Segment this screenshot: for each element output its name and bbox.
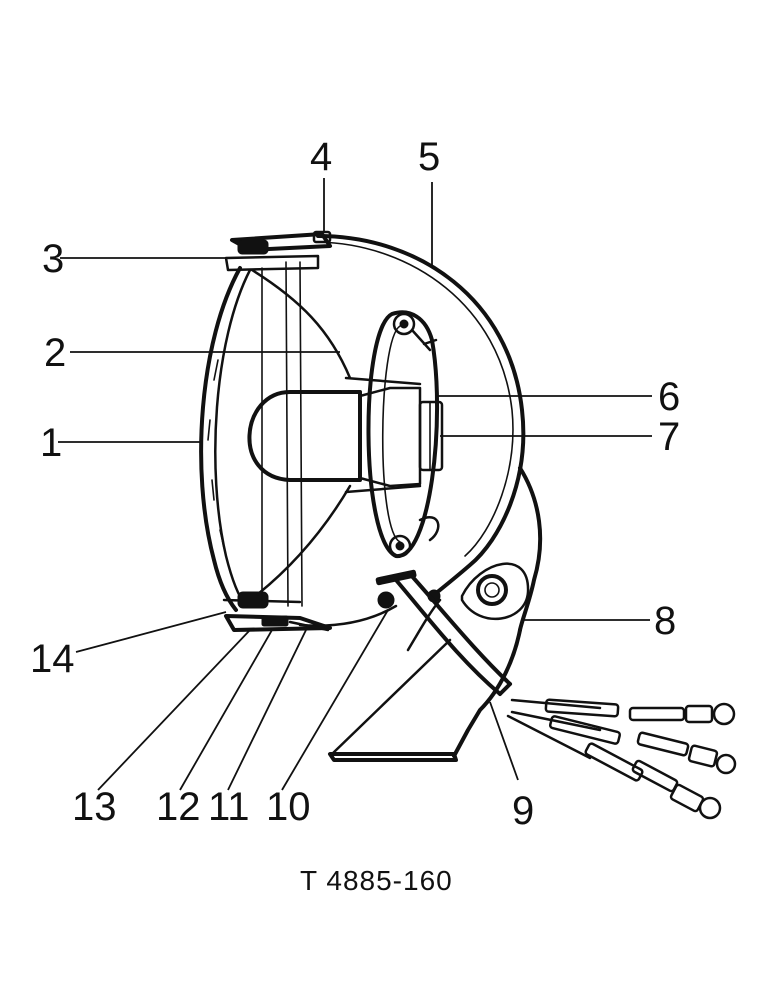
reflector (250, 261, 352, 607)
bulb-holder (366, 310, 440, 558)
cable-assembly (394, 572, 737, 820)
callout-1: 1 (40, 421, 62, 465)
callout-2: 2 (44, 331, 66, 375)
callout-14: 14 (30, 637, 75, 681)
callout-12: 12 (156, 785, 201, 829)
callout-6: 6 (658, 375, 680, 419)
callout-7: 7 (658, 415, 680, 459)
callout-8: 8 (654, 599, 676, 643)
callouts: 3 4 5 2 1 6 7 8 14 13 12 11 10 9 (30, 135, 680, 833)
callout-10: 10 (266, 785, 311, 829)
callout-13: 13 (72, 785, 117, 829)
callout-11: 11 (208, 785, 250, 829)
lamp-bulb (247, 376, 444, 494)
mounting-bracket (328, 466, 543, 762)
callout-3: 3 (42, 237, 64, 281)
grommet (375, 569, 441, 609)
callout-4: 4 (310, 135, 332, 179)
figure-caption: T 4885-160 (300, 865, 453, 896)
lamp-lens (199, 266, 252, 612)
callout-5: 5 (418, 135, 440, 179)
leader-lines (58, 178, 652, 791)
callout-9: 9 (512, 789, 534, 833)
